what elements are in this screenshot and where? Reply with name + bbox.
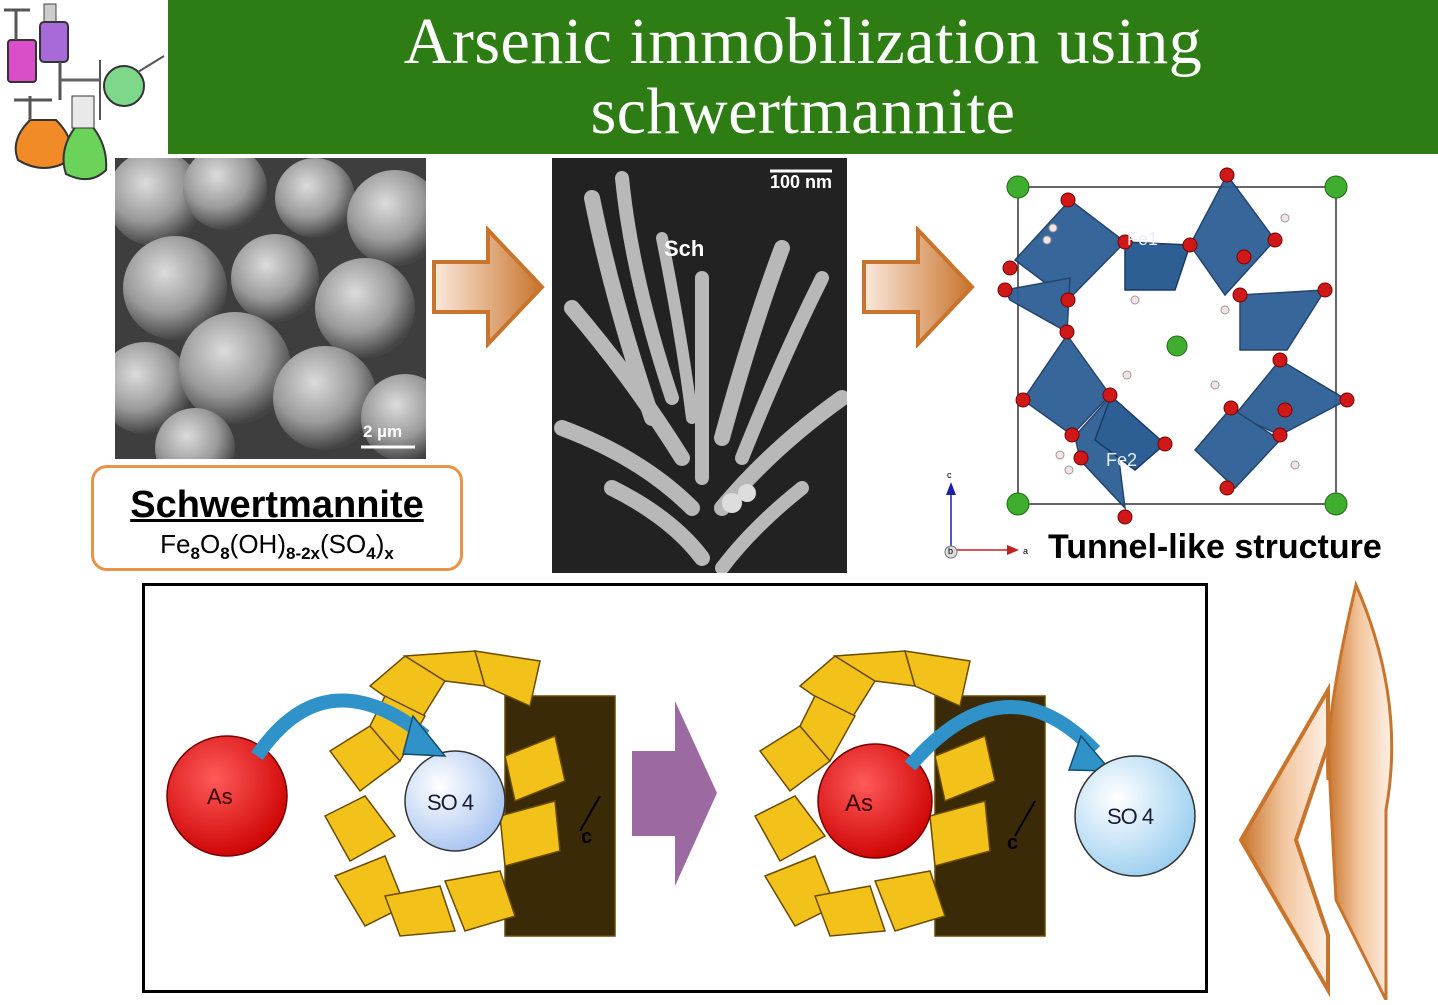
fe2-label: Fe2 [1106,450,1138,470]
sulfate-label-right: SO 4 [1107,804,1154,829]
c-axis-label-left: c [581,826,593,848]
fe1-label: Fe1 [1127,229,1159,249]
right-arrow-2 [862,226,975,348]
axis-c-label: c [947,470,952,480]
formula-part: (OH) [229,529,286,559]
formula-part: O [199,529,221,559]
formula-part: ) [375,529,385,559]
title-line-2: schwertmannite [590,75,1016,148]
arsenic-label-right: As [845,790,874,817]
formula-subscript: 4 [366,544,376,564]
sem-texture [115,158,426,459]
curved-return-arrow [1238,580,1394,1000]
ion-exchange-mechanism-panel: As SO 4 c As SO 4 c [142,583,1208,993]
c-axis-label-right: c [1007,832,1019,854]
axis-a-label: a [1023,546,1029,556]
formula-subscript: 8 [220,544,230,564]
sem-image-globular: 2 µm [115,158,426,459]
sem-image-rods: 100 nm Sch [552,158,847,573]
ion-exchange-diagram [166,650,1196,937]
sem-rods-texture [552,158,847,573]
formula-part: (SO [320,529,367,559]
sulfate-label-left: SO 4 [427,790,474,815]
mineral-name: Schwertmannite [130,484,424,526]
lab-glassware-logo [4,3,165,181]
chemical-formula: Fe8O8(OH)8-2x(SO4)x [94,529,460,564]
right-arrow-1 [432,226,545,348]
scale-bar-label: 100 nm [770,172,833,192]
axis-b-label: b [948,546,954,556]
title-line-1: Arsenic immobilization using [403,5,1203,78]
tunnel-structure-caption: Tunnel-like structure [1048,528,1382,566]
sch-region-label: Sch [664,236,705,261]
crystal-structure-diagram [944,167,1355,559]
schwertmannite-formula-box: Schwertmannite Fe8O8(OH)8-2x(SO4)x [91,465,463,571]
formula-subscript: x [384,544,394,564]
formula-subscript: 8-2x [285,544,321,564]
formula-part: Fe [160,529,191,559]
title-banner: Arsenic immobilization using schwertmann… [168,0,1438,154]
formula-subscript: 8 [190,544,200,564]
scale-bar-label: 2 µm [363,422,403,441]
arsenic-label-left: As [207,784,233,809]
